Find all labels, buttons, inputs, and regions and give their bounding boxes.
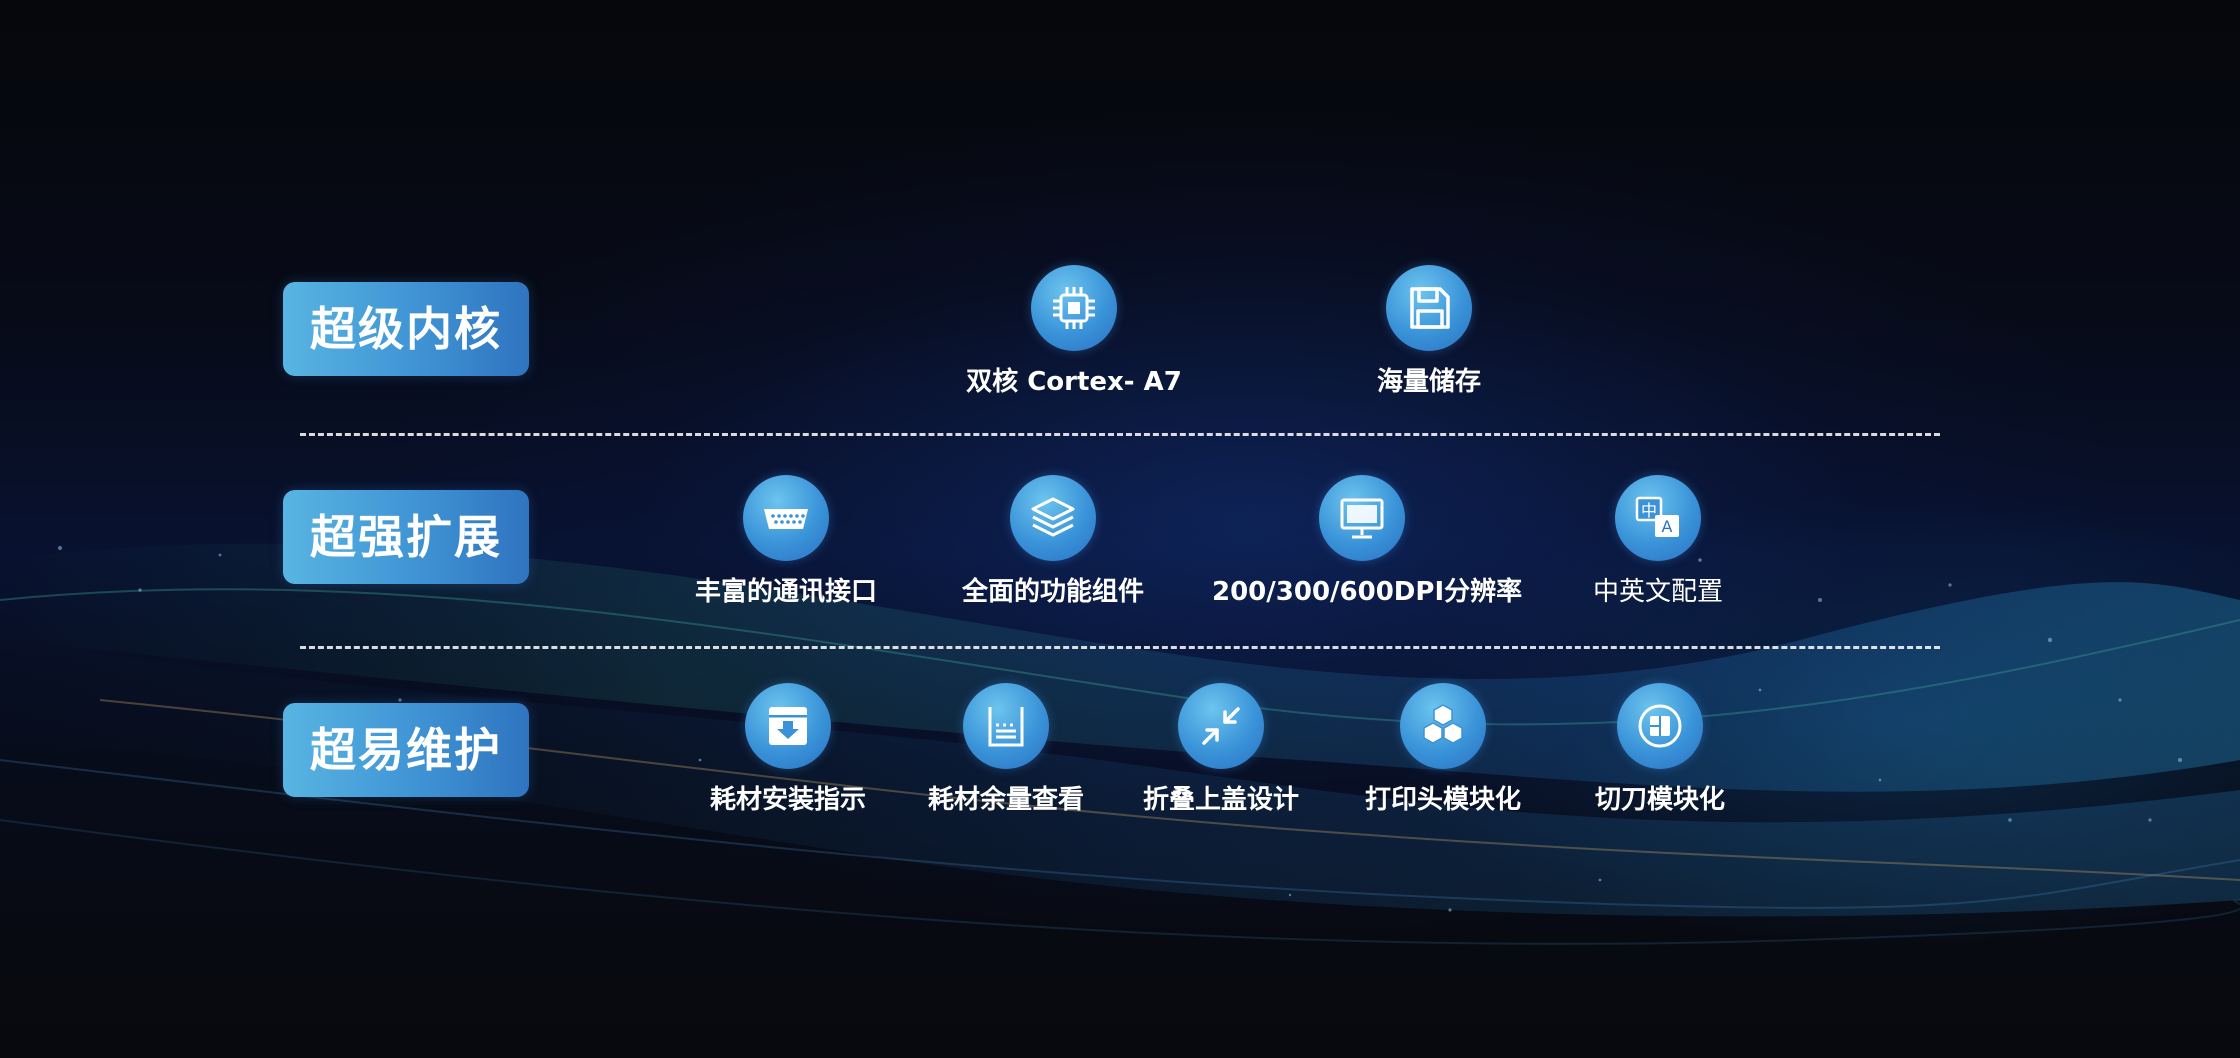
divider (300, 646, 1940, 649)
cubes-icon (1400, 683, 1486, 769)
feature-resolution: 200/300/600DPI分辨率 (1212, 475, 1523, 609)
feature-function-components: 全面的功能组件 (903, 475, 1203, 609)
feature-caption: 打印头模块化 (1364, 785, 1521, 815)
feature-folding-cover: 折叠上盖设计 (1071, 683, 1371, 817)
feature-caption: 切刀模块化 (1594, 785, 1725, 815)
label-super-core: 超级内核 (283, 282, 529, 376)
language-icon: 中 A (1615, 475, 1701, 561)
feature-caption: 折叠上盖设计 (1142, 785, 1299, 815)
layers-icon (1010, 475, 1096, 561)
feature-consumable-install: 耗材安装指示 (638, 683, 938, 817)
feature-caption: 丰富的通讯接口 (694, 577, 877, 607)
feature-caption: 200/300/600DPI分辨率 (1212, 577, 1523, 607)
feature-caption: 耗材余量查看 (927, 785, 1084, 815)
box-download-icon (745, 683, 831, 769)
language-badge-zh: 中 (1641, 501, 1657, 520)
label-super-expansion: 超强扩展 (283, 490, 529, 584)
feature-caption: 中英文配置 (1592, 577, 1723, 607)
feature-caption: 耗材安装指示 (709, 785, 866, 815)
monitor-icon (1319, 475, 1405, 561)
feature-caption: 双核 Cortex- A7 (966, 367, 1182, 397)
feature-cutter-modular: 切刀模块化 (1510, 683, 1810, 817)
chip-icon (1031, 265, 1117, 351)
feature-caption: 全面的功能组件 (961, 577, 1144, 607)
floppy-disk-icon (1386, 265, 1472, 351)
feature-dual-core: 双核 Cortex- A7 (924, 265, 1224, 399)
container-level-icon (963, 683, 1049, 769)
language-badge-en: A (1662, 517, 1673, 536)
collapse-arrows-icon (1178, 683, 1264, 769)
feature-language-config: 中 A 中英文配置 (1508, 475, 1808, 609)
feature-caption: 海量储存 (1376, 367, 1481, 397)
label-easy-maintenance: 超易维护 (283, 703, 529, 797)
feature-communication-ports: 丰富的通讯接口 (636, 475, 936, 609)
feature-mass-storage: 海量储存 (1279, 265, 1579, 399)
cutter-module-icon (1617, 683, 1703, 769)
feature-printhead-modular: 打印头模块化 (1293, 683, 1593, 817)
feature-consumable-remaining: 耗材余量查看 (856, 683, 1156, 817)
divider (300, 433, 1940, 436)
serial-port-icon (743, 475, 829, 561)
